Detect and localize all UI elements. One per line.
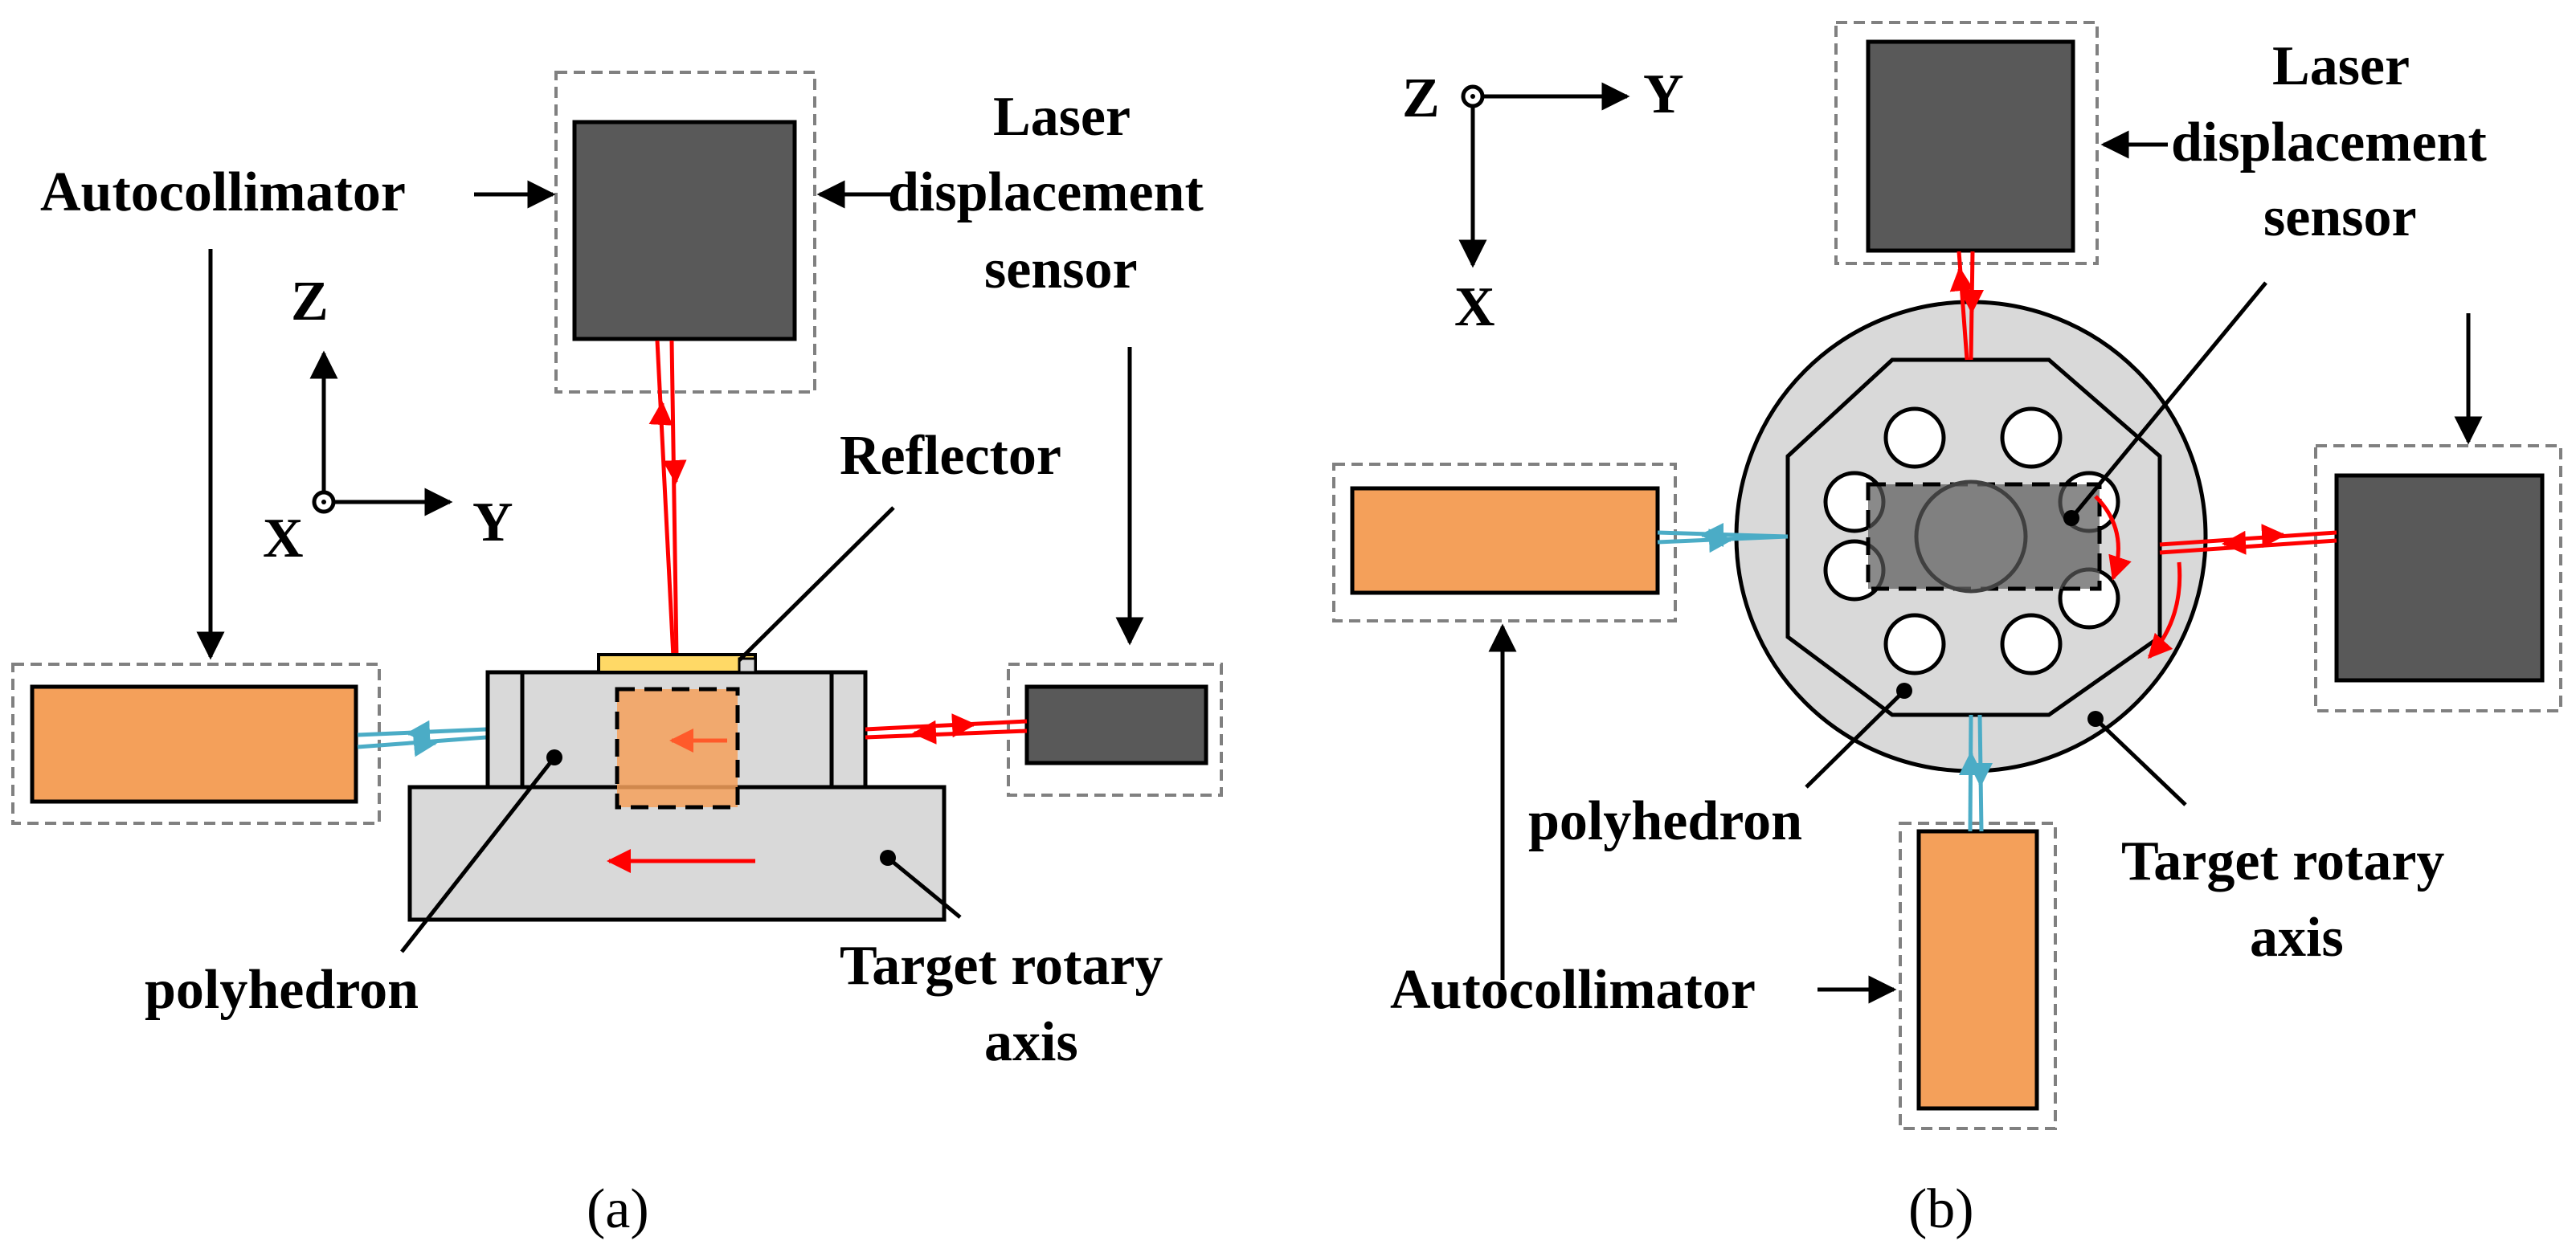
laser-displacement-sensor-right: [1024, 684, 1208, 765]
laser-beam-b-top: [1949, 251, 1984, 361]
label-laser-a-3: sensor: [984, 239, 1138, 300]
panel-a: Z Y X Autocollimator Laser displacement …: [11, 71, 1223, 1240]
axis-z-label-b: Z: [1402, 67, 1440, 129]
label-polyhedron-b: polyhedron: [1528, 790, 1802, 852]
autocollimator-beam-left: [357, 720, 487, 757]
label-autocollimator-b: Autocollimator: [1390, 959, 1756, 1021]
label-laser-b-1: Laser: [2272, 35, 2410, 97]
label-polyhedron-a: polyhedron: [145, 959, 419, 1021]
axis-x-label-b: X: [1454, 276, 1495, 338]
sensor-dashed-frame-top: [554, 71, 816, 394]
axis-x-label-a: X: [263, 508, 304, 569]
label-autocollimator-a: Autocollimator: [40, 161, 406, 223]
autocollimator-left: [30, 684, 358, 804]
autocollimator-b-left: [1350, 486, 1660, 595]
laser-beam-b-right: [2159, 524, 2337, 555]
laser-displacement-sensor-top: [572, 120, 797, 341]
sensor-dashed-frame-b-right: [2314, 444, 2562, 712]
axes-b: Z Y X: [1402, 63, 1684, 338]
label-target-a-1: Target rotary: [840, 935, 1163, 997]
label-target-b-1: Target rotary: [2121, 831, 2444, 892]
caption-b: (b): [1908, 1178, 1974, 1240]
autocollimator-dashed-frame-b-bottom: [1899, 822, 2057, 1130]
label-target-a-2: axis: [984, 1011, 1078, 1073]
polyhedron-orange-section: [615, 687, 740, 810]
rotary-axis-base: [407, 785, 947, 922]
laser-displacement-sensor-b-right: [2334, 473, 2545, 683]
label-laser-b-2: displacement: [2171, 112, 2487, 173]
axis-y-label-b: Y: [1643, 63, 1684, 125]
axis-z-label-a: Z: [291, 271, 329, 333]
label-target-b-2: axis: [2250, 907, 2344, 969]
laser-beam-vertical: [648, 340, 687, 658]
axis-y-label-a: Y: [472, 492, 513, 553]
caption-a: (a): [587, 1178, 649, 1240]
label-reflector: Reflector: [840, 425, 1061, 487]
autocollimator-beam-b-left: [1657, 523, 1789, 553]
sensor-dashed-frame-b-top: [1834, 21, 2099, 265]
laser-beam-horizontal: [865, 713, 1028, 745]
laser-displacement-sensor-b-top: [1866, 39, 2075, 253]
autocollimator-b-bottom: [1916, 829, 2039, 1111]
rotation-arrow-b-inner: [2094, 495, 2132, 581]
axes-a: Z Y X: [263, 271, 513, 569]
label-laser-a-2: displacement: [888, 161, 1204, 223]
label-laser-b-3: sensor: [2263, 186, 2417, 248]
label-laser-a-1: Laser: [993, 86, 1131, 148]
rotation-arrow-b-outer: [2147, 561, 2182, 659]
panel-b: Z Y X: [1332, 21, 2562, 1240]
reflector: [597, 653, 757, 674]
autocollimator-beam-b-bottom: [1959, 714, 1993, 832]
